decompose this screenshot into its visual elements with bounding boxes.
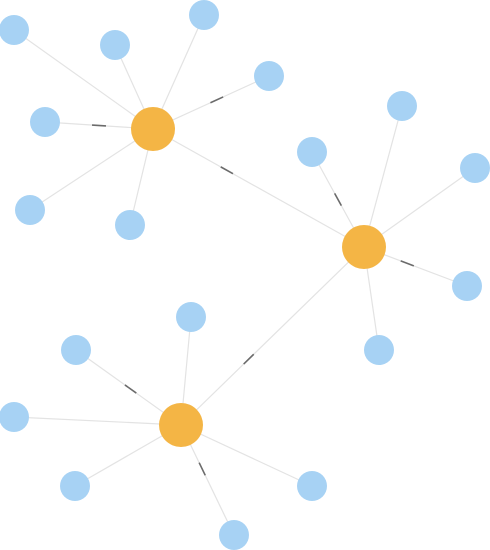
leaf-node[interactable] xyxy=(254,61,284,91)
leaf-node[interactable] xyxy=(61,335,91,365)
hub-node[interactable] xyxy=(342,225,386,269)
edge-marker xyxy=(243,353,255,365)
hub-node[interactable] xyxy=(131,107,175,151)
leaf-node[interactable] xyxy=(60,471,90,501)
leaf-node[interactable] xyxy=(176,302,206,332)
leaf-node[interactable] xyxy=(452,271,482,301)
leaf-node[interactable] xyxy=(219,520,249,550)
edge-marker xyxy=(210,96,224,104)
leaf-node[interactable] xyxy=(0,402,29,432)
leaf-node[interactable] xyxy=(115,210,145,240)
edge-marker xyxy=(198,462,206,476)
edge-marker xyxy=(91,124,107,127)
leaf-node[interactable] xyxy=(387,91,417,121)
leaf-edge xyxy=(13,29,154,130)
leaf-node[interactable] xyxy=(15,195,45,225)
edge-marker xyxy=(124,384,137,394)
leaf-edge xyxy=(363,105,403,248)
leaf-node[interactable] xyxy=(30,107,60,137)
leaf-node[interactable] xyxy=(297,137,327,167)
leaf-node[interactable] xyxy=(189,0,219,30)
edge-marker xyxy=(220,166,234,175)
leaf-edge xyxy=(29,128,154,211)
leaf-node[interactable] xyxy=(460,153,490,183)
hub-link-edge xyxy=(180,246,365,426)
leaf-node[interactable] xyxy=(364,335,394,365)
leaf-node[interactable] xyxy=(0,15,29,45)
leaf-edge xyxy=(180,424,313,487)
leaf-edge xyxy=(363,167,476,248)
leaf-node[interactable] xyxy=(100,30,130,60)
edge-marker xyxy=(333,192,343,207)
edge-marker-layer xyxy=(91,96,415,476)
hub-node[interactable] xyxy=(159,403,203,447)
leaf-edge xyxy=(13,416,182,426)
edge-marker xyxy=(400,260,415,267)
leaf-node[interactable] xyxy=(297,471,327,501)
hub-link-edge xyxy=(152,128,365,248)
